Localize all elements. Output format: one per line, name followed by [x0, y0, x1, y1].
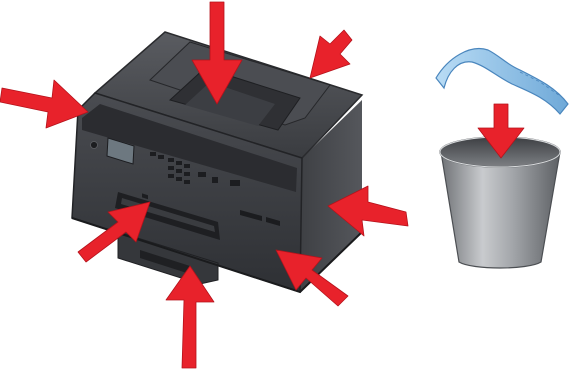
arrow-top-right: [309, 29, 353, 79]
printer-side: [300, 100, 362, 292]
packing-tape: [435, 48, 569, 115]
card-slot: [240, 210, 262, 221]
arrow-bottom-right: [275, 249, 349, 307]
control-panel: [82, 104, 297, 192]
arrow-right: [327, 185, 409, 237]
arrow-into-bin: [477, 103, 525, 159]
keypad: [142, 152, 240, 200]
arrow-bottom: [165, 265, 215, 369]
arrows: [0, 1, 525, 369]
arrow-top: [191, 1, 243, 105]
display-screen: [106, 137, 135, 165]
arrow-lower-left: [77, 201, 151, 263]
power-button: [90, 141, 98, 149]
arrow-left: [0, 79, 89, 129]
